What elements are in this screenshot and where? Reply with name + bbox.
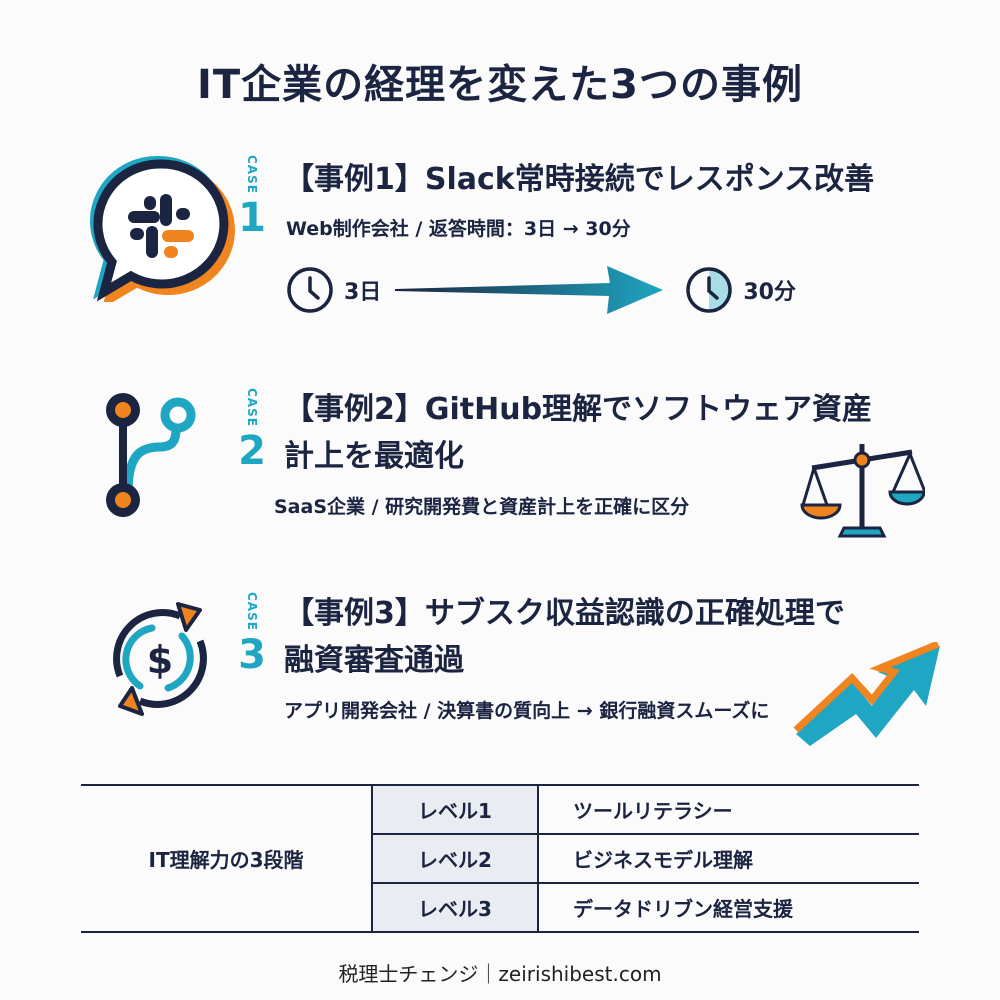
description-cell: ビジネスモデル理解 (538, 833, 919, 884)
balance-scale-icon (800, 440, 928, 545)
time-from: 3日 (344, 280, 382, 305)
level-cell: レベル1 (371, 784, 539, 835)
description-cell: データドリブン経営支援 (538, 882, 919, 933)
growth-arrow-icon (790, 640, 950, 747)
slack-chat-bubble-icon (86, 152, 236, 309)
case-word: CASE (245, 592, 259, 631)
recurring-dollar-icon: $ (100, 596, 220, 721)
table-row: レベル2 ビジネスモデル理解 (81, 833, 919, 884)
case-2-label: CASE 2 (237, 388, 267, 471)
case-word: CASE (245, 388, 259, 427)
clock-icon (286, 266, 334, 314)
time-to: 30分 (743, 280, 796, 305)
case-3-heading-line-1: 【事例3】サブスク収益認識の正確処理で (284, 596, 845, 631)
clock-quarter-icon (685, 266, 733, 314)
svg-text:$: $ (147, 638, 173, 682)
case-1-subtitle: Web制作会社 / 返答時間：3日 → 30分 (286, 218, 631, 240)
table-row: IT理解力の3段階 レベル1 ツールリテラシー (81, 784, 919, 933)
case-2-heading-line-2: 計上を最適化 (284, 439, 464, 474)
case-3-heading-line-2: 融資審査通過 (284, 643, 464, 678)
table-header-cell: IT理解力の3段階 (81, 784, 372, 933)
case-number: 3 (238, 631, 266, 678)
level-cell: レベル3 (371, 882, 539, 933)
description-cell: ツールリテラシー (538, 784, 919, 835)
case-2-heading-line-1: 【事例2】GitHub理解でソフトウェア資産 (284, 392, 873, 427)
git-branch-icon (100, 385, 200, 525)
case-number: 1 (238, 194, 266, 241)
case-word: CASE (245, 155, 259, 194)
timeline: 3日 30分 (286, 264, 796, 316)
case-2-subtitle: SaaS企業 / 研究開発費と資産計上を正確に区分 (274, 496, 690, 518)
case-1-heading: 【事例1】Slack常時接続でレスポンス改善 (284, 162, 875, 197)
case-3-label: CASE 3 (237, 592, 267, 675)
table-row: レベル3 データドリブン経営支援 (81, 882, 919, 933)
case-1-label: CASE 1 (237, 155, 267, 238)
case-3-subtitle: アプリ開発会社 / 決算書の質向上 → 銀行融資スムーズに (284, 700, 770, 722)
arrow-icon (395, 264, 665, 316)
page-title: IT企業の経理を変えた3つの事例 (197, 62, 803, 108)
level-cell: レベル2 (371, 833, 539, 884)
it-levels-table: IT理解力の3段階 レベル1 ツールリテラシー レベル2 ビジネスモデル理解 レ… (81, 784, 919, 933)
case-number: 2 (238, 427, 266, 474)
footer-credit: 税理士チェンジ｜zeirishibest.com (338, 962, 662, 986)
